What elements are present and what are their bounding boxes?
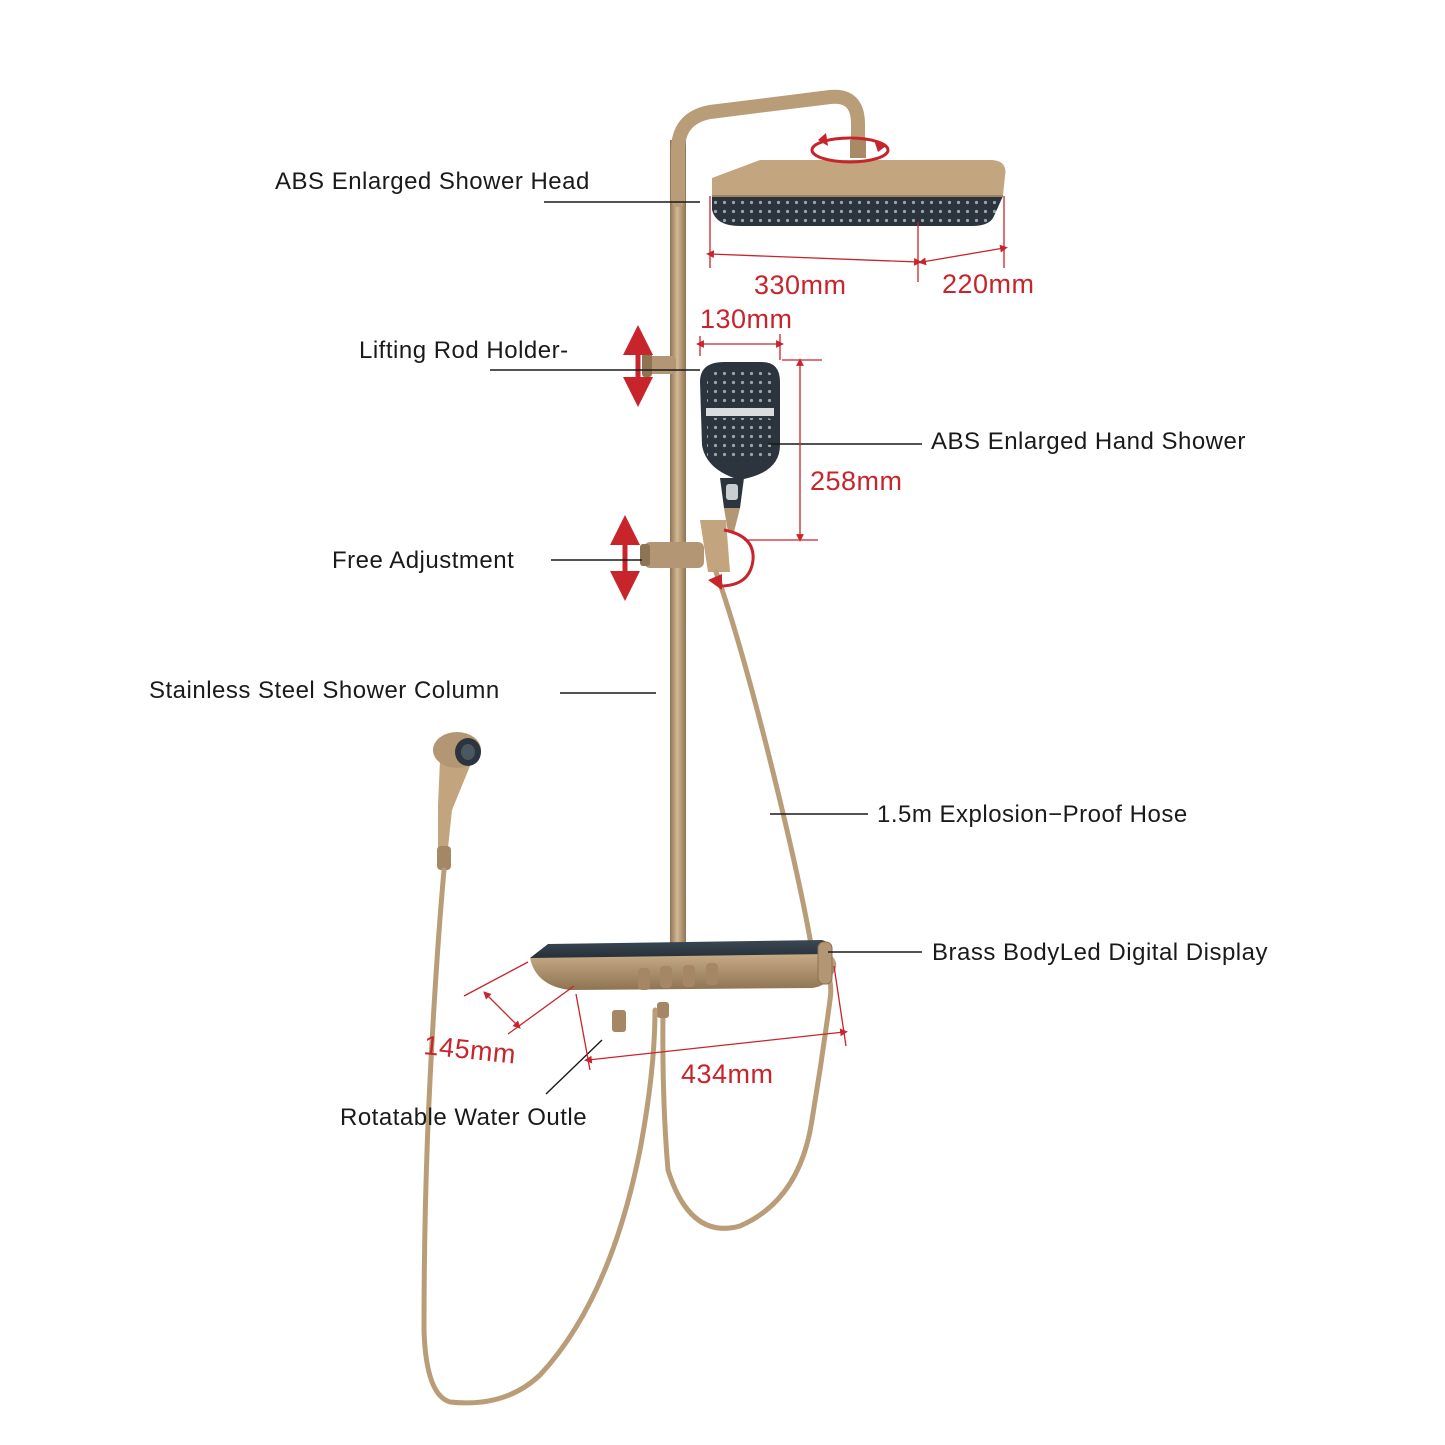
display-end — [817, 941, 833, 985]
head-connector — [850, 140, 866, 158]
hand-height-dim: 258mm — [810, 466, 903, 496]
hose-main — [713, 569, 815, 953]
head-length-dim: 330mm — [754, 270, 847, 300]
motion-indicators — [610, 133, 890, 601]
free-adjustment-label: Free Adjustment — [332, 547, 514, 574]
shower-head — [712, 160, 1006, 226]
hand-offset-dim: 130mm — [700, 304, 793, 334]
shower-head-label: ABS Enlarged Shower Head — [275, 168, 590, 195]
control-knobs — [638, 963, 718, 990]
shower-column-label: Stainless Steel Shower Column — [149, 677, 500, 704]
water-outlet — [612, 1010, 626, 1032]
hose-label: 1.5m Explosion−Proof Hose — [877, 801, 1188, 828]
shelf-length-dim: 434mm — [681, 1059, 774, 1089]
overhead-arm — [671, 89, 865, 207]
head-rotation-icon — [810, 136, 890, 164]
hose-loop — [660, 957, 834, 1231]
water-outlet-label: Rotatable Water Outle — [340, 1104, 587, 1131]
rod-holder-knob — [648, 356, 676, 374]
leader-lines — [490, 201, 922, 1095]
bracket-rotation-icon — [719, 528, 755, 588]
shelf-depth-dim: 145mm — [422, 1030, 517, 1070]
slider-bracket — [640, 520, 730, 572]
handheld-sprayer — [433, 732, 481, 870]
hand-shower-label: ABS Enlarged Hand Shower — [931, 428, 1246, 455]
display-label: Brass BodyLed Digital Display — [932, 939, 1268, 966]
shower-product — [421, 89, 1006, 1406]
hose-connector — [657, 1002, 669, 1018]
head-width-dim: 220mm — [942, 269, 1035, 299]
hand-shower-illustration — [700, 362, 780, 532]
lifting-rod-holder-label: Lifting Rod Holder- — [359, 337, 569, 364]
dimension-lines — [463, 196, 1008, 1071]
sprayer-hose — [421, 867, 658, 1406]
